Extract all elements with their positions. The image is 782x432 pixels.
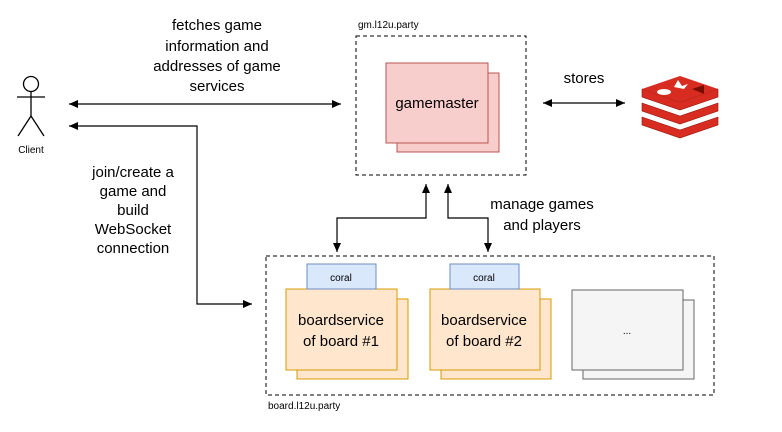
more-services-label: ... [623,326,631,337]
edge-label-line: game and [100,183,167,200]
client-head [22,75,40,93]
boardservice-label-line: of board #1 [303,333,379,350]
redis-star [674,80,688,89]
client-label: Client [18,145,44,156]
boardservice-1[interactable]: coral boardservice of board #1 [285,263,409,380]
edge-label-line: manage games [490,196,593,213]
redis-icon [641,76,719,139]
gamemaster-board-edge-label: manage games and players [490,196,593,234]
edge-label-line: WebSocket [95,221,172,238]
edge-label-line: connection [97,240,170,257]
boardservice-box[interactable] [285,288,398,371]
edge-label-line: services [189,78,244,95]
gamemaster-domain-label: gm.l12u.party [358,20,419,31]
coral-tag [449,263,520,290]
edge-label-line: join/create a [91,164,174,181]
gamemaster-label: gamemaster [395,95,478,112]
edge-label-line: addresses of game [153,58,281,75]
gamemaster-domain-box [355,35,527,176]
edge-label-line: build [117,202,149,219]
board-domain-box [265,255,715,396]
boardservice-label-line: boardservice [298,312,384,329]
coral-tag [306,263,377,290]
client-board-edge-label: join/create a game and build WebSocket c… [91,164,174,257]
boardservice-label-line: of board #2 [446,333,522,350]
edge-label-line: information and [165,38,268,55]
coral-tag-label: coral [473,273,495,284]
redis-ellipse [657,89,671,95]
client-gamemaster-edge-label: fetches game information and addresses o… [153,17,281,95]
client-board-arrow [69,122,252,308]
gamemaster-board2-arrow [444,184,492,252]
boardservice-label-line: boardservice [441,312,527,329]
edge-label-line: and players [503,217,581,234]
more-services: ... [571,289,695,380]
client-left-leg [17,115,32,137]
redis-layer-2 [641,102,719,125]
gamemaster-box[interactable] [385,62,489,144]
coral-tag-label: coral [330,273,352,284]
board-domain-label: board.l12u.party [268,401,340,412]
boardservice-box[interactable] [429,288,541,371]
stores-label: stores [564,70,605,87]
edge-label-line: fetches game [172,17,262,34]
gamemaster-board1-arrow [333,184,430,252]
redis-layer-3 [641,116,719,139]
redis-top [642,76,718,102]
client-right-leg [30,115,45,137]
more-services-box [571,289,684,371]
redis-triangle [692,85,704,94]
boardservice-2[interactable]: coral boardservice of board #2 [429,263,552,380]
client-actor [17,75,45,137]
